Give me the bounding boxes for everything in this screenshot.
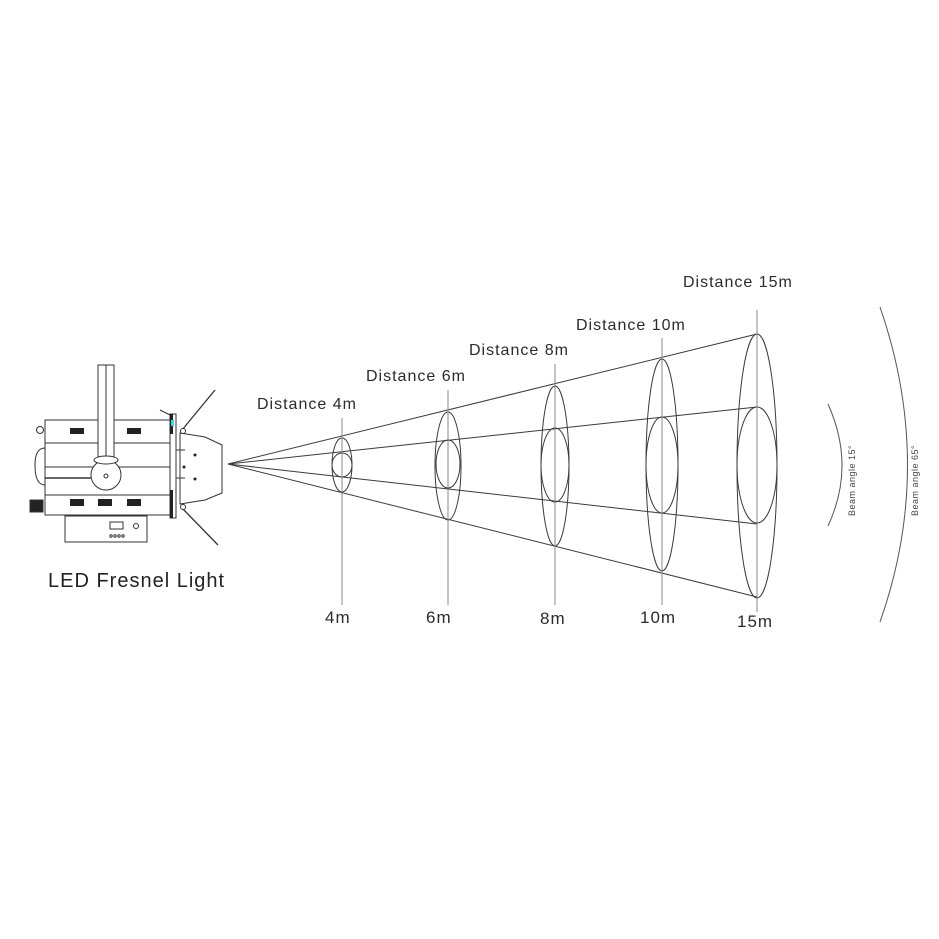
distance-label-6m: Distance 6m: [366, 368, 466, 385]
tick-label-10m: 10m: [640, 608, 677, 627]
tick-label-15m: 15m: [737, 612, 774, 631]
beam-angle-65-arc: [879, 306, 908, 623]
tick-label-8m: 8m: [540, 609, 566, 628]
distance-label-15m: Distance 15m: [683, 274, 793, 291]
beam-angle-15-arc: [827, 403, 843, 527]
fresnel-light-icon: [29, 364, 223, 546]
distance-label-4m: Distance 4m: [257, 396, 357, 413]
tick-label-4m: 4m: [325, 608, 351, 627]
fixture-title: LED Fresnel Light: [48, 570, 226, 592]
beam-angle-15-label: Beam angle 15°: [847, 444, 857, 516]
distance-label-10m: Distance 10m: [576, 317, 686, 334]
tick-label-6m: 6m: [426, 608, 452, 627]
beam-angle-65-label: Beam angle 65°: [910, 444, 920, 516]
distance-label-8m: Distance 8m: [469, 342, 569, 359]
beam-cone: [227, 306, 908, 623]
